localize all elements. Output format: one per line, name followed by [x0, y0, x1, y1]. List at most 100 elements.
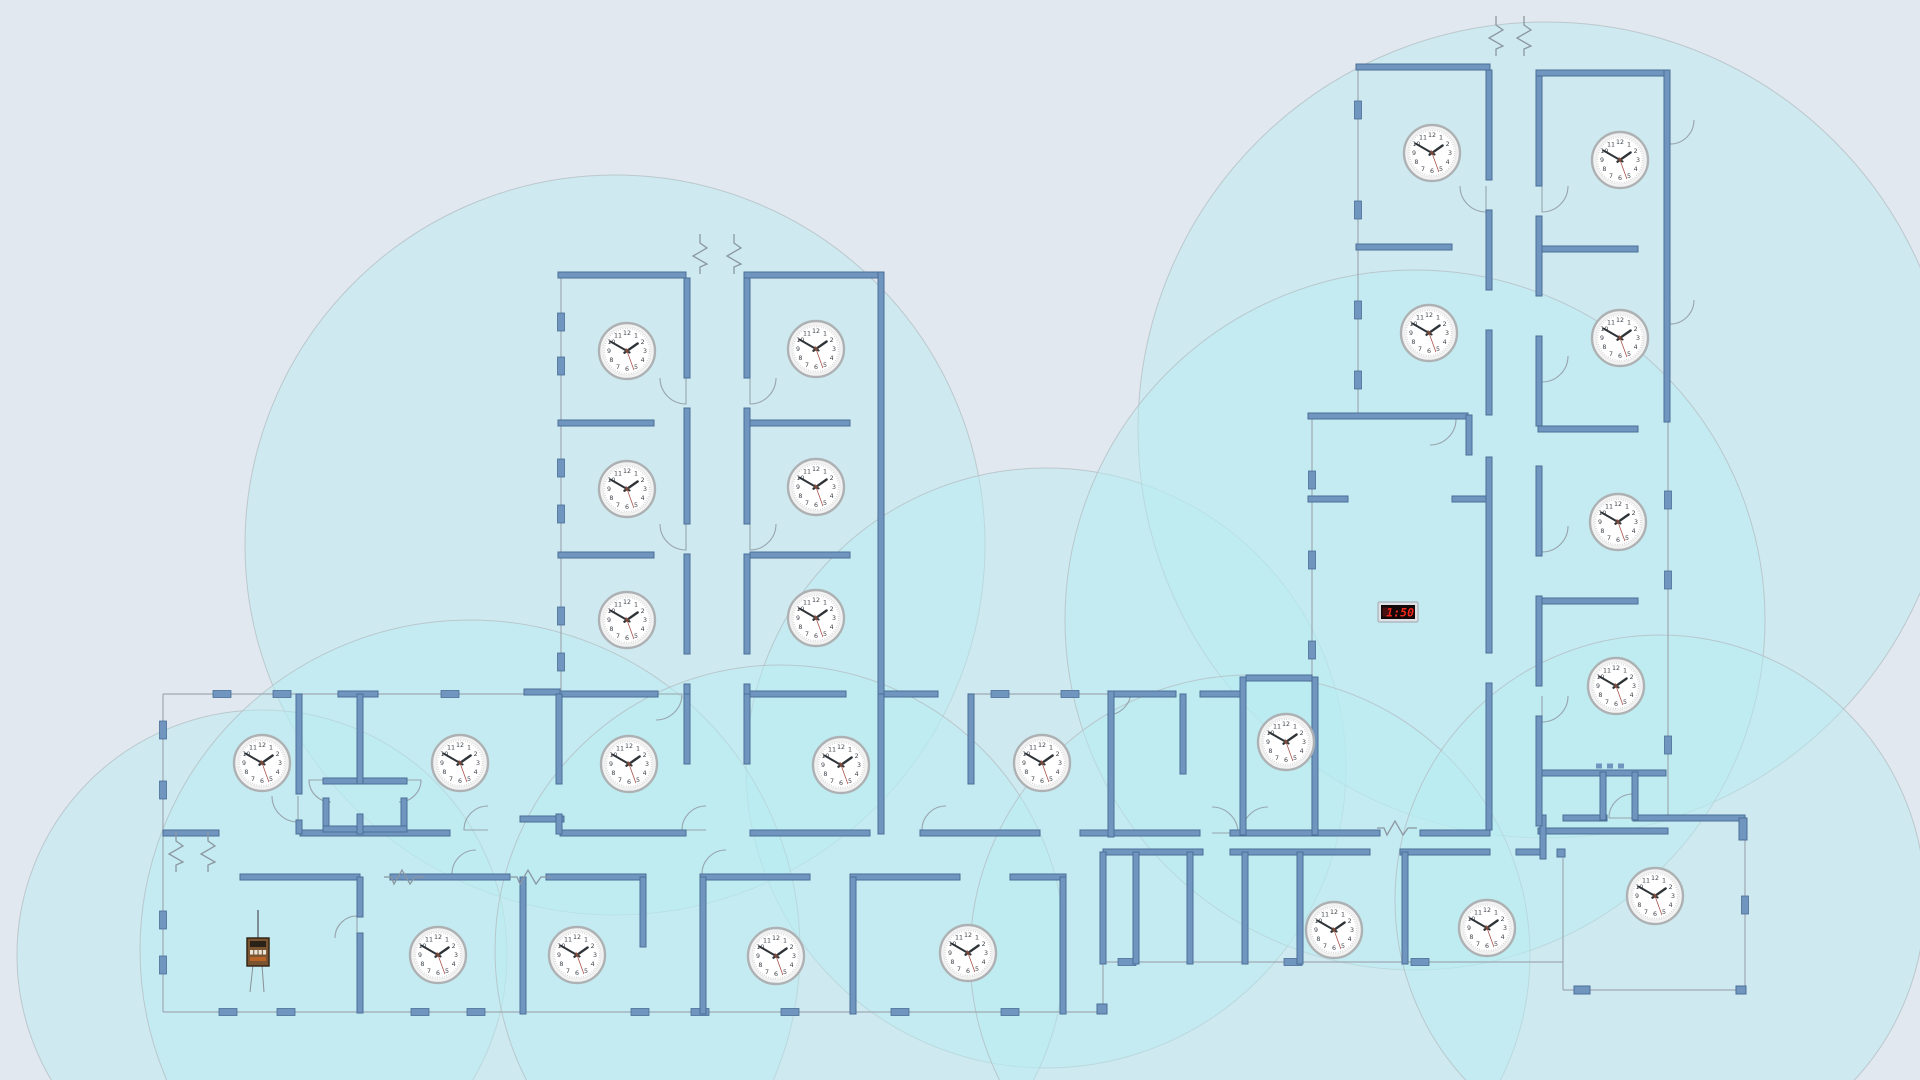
wall-segment [1535, 595, 1543, 687]
svg-text:4: 4 [1632, 528, 1636, 535]
analog-clock[interactable]: 121234567891011 [1402, 123, 1462, 183]
window-marker [557, 504, 565, 524]
window-marker [1060, 690, 1080, 698]
analog-clock[interactable]: 121234567891011 [786, 319, 846, 379]
svg-text:9: 9 [1600, 157, 1604, 164]
svg-text:11: 11 [803, 600, 811, 607]
analog-clock[interactable]: 121234567891011 [430, 733, 490, 793]
clock-minute-ticks [553, 931, 601, 979]
svg-text:3: 3 [832, 484, 836, 491]
digital-clock[interactable]: 1:50 [1377, 601, 1419, 623]
window-marker [557, 652, 565, 672]
svg-text:11: 11 [1642, 878, 1650, 885]
svg-text:6: 6 [774, 971, 778, 978]
svg-text:1: 1 [975, 935, 979, 942]
analog-clock[interactable]: 121234567891011 [547, 925, 607, 985]
svg-text:4: 4 [1300, 748, 1304, 755]
analog-clock[interactable]: 121234567891011 [1625, 866, 1685, 926]
clock-center-cap [1485, 926, 1489, 930]
window-marker [1354, 200, 1362, 220]
coverage-zones-layer [16, 21, 1920, 1080]
corner-block [1096, 1003, 1108, 1015]
svg-text:12: 12 [1425, 312, 1433, 319]
svg-text:3: 3 [593, 952, 597, 959]
svg-text:8: 8 [420, 961, 424, 968]
svg-text:6: 6 [814, 633, 818, 640]
analog-clock[interactable]: 121234567891011 [599, 734, 659, 794]
svg-text:3: 3 [1448, 150, 1452, 157]
svg-text:4: 4 [1501, 934, 1505, 941]
svg-text:4: 4 [641, 357, 645, 364]
svg-text:9: 9 [821, 762, 825, 769]
svg-text:7: 7 [427, 968, 431, 975]
transmitter-wire [261, 964, 265, 993]
svg-text:9: 9 [796, 484, 800, 491]
wall-segment [1599, 771, 1607, 821]
devices-layer: 1212345678910111212345678910111212345678… [232, 123, 1685, 993]
analog-clock[interactable]: 121234567891011 [1399, 303, 1459, 363]
window-marker [1000, 1008, 1020, 1016]
door-swing-icon [1541, 695, 1569, 723]
wall-segment [1485, 209, 1493, 291]
wall-segment [683, 553, 691, 655]
svg-text:2: 2 [1348, 918, 1352, 925]
door-swing-icon [1541, 525, 1569, 553]
analog-clock[interactable]: 121234567891011 [597, 590, 657, 650]
svg-text:2: 2 [1446, 141, 1450, 148]
wall-segment [1311, 829, 1381, 837]
svg-text:6: 6 [1284, 757, 1288, 764]
svg-text:3: 3 [1058, 760, 1062, 767]
svg-text:4: 4 [982, 959, 986, 966]
svg-text:3: 3 [643, 348, 647, 355]
wall-segment [1132, 851, 1140, 965]
analog-clock[interactable]: 121234567891011 [938, 923, 998, 983]
svg-text:2: 2 [830, 475, 834, 482]
analog-clock[interactable]: 121234567891011 [597, 321, 657, 381]
transmitter-device[interactable] [246, 910, 270, 993]
svg-text:4: 4 [1443, 339, 1447, 346]
analog-clock[interactable]: 121234567891011 [811, 735, 871, 795]
analog-clock[interactable]: 121234567891011 [1457, 898, 1517, 958]
analog-clock[interactable]: 121234567891011 [786, 588, 846, 648]
analog-clock[interactable]: 121234567891011 [1588, 492, 1648, 552]
door-swing-icon [1541, 185, 1569, 213]
break-symbol-icon [167, 832, 185, 872]
svg-text:6: 6 [458, 778, 462, 785]
clock-minute-ticks [944, 929, 992, 977]
analog-clock[interactable]: 121234567891011 [1590, 130, 1650, 190]
analog-clock[interactable]: 121234567891011 [232, 733, 292, 793]
svg-text:1: 1 [584, 937, 588, 944]
svg-text:8: 8 [823, 771, 827, 778]
svg-text:7: 7 [1275, 755, 1279, 762]
analog-clock[interactable]: 121234567891011 [1304, 900, 1364, 960]
analog-clock[interactable]: 121234567891011 [1590, 308, 1650, 368]
wall-segment [557, 690, 659, 698]
analog-clock[interactable]: 121234567891011 [786, 457, 846, 517]
wall-segment [1535, 215, 1543, 297]
window-marker [410, 1008, 430, 1016]
svg-text:5: 5 [467, 776, 471, 783]
svg-text:12: 12 [1282, 721, 1290, 728]
analog-clock[interactable]: 121234567891011 [1012, 733, 1072, 793]
svg-text:4: 4 [474, 769, 478, 776]
wall-segment [1245, 674, 1313, 682]
analog-clock[interactable]: 121234567891011 [408, 925, 468, 985]
door-swing-icon [463, 805, 489, 831]
svg-text:8: 8 [950, 959, 954, 966]
clock-center-cap [1430, 151, 1434, 155]
wall-segment [1099, 851, 1107, 965]
analog-clock[interactable]: 121234567891011 [1586, 656, 1646, 716]
analog-clock[interactable]: 121234567891011 [597, 459, 657, 519]
analog-clock[interactable]: 121234567891011 [1256, 712, 1316, 772]
wall-segment [1179, 693, 1187, 775]
svg-text:11: 11 [1273, 724, 1281, 731]
svg-text:2: 2 [1443, 321, 1447, 328]
svg-text:12: 12 [1483, 907, 1491, 914]
analog-clock[interactable]: 121234567891011 [746, 926, 806, 986]
door-swing-icon [701, 849, 727, 875]
svg-text:4: 4 [591, 961, 595, 968]
svg-text:1: 1 [1439, 135, 1443, 142]
door-swing-icon [659, 377, 687, 405]
door-swing-icon [655, 693, 683, 721]
svg-text:9: 9 [607, 348, 611, 355]
